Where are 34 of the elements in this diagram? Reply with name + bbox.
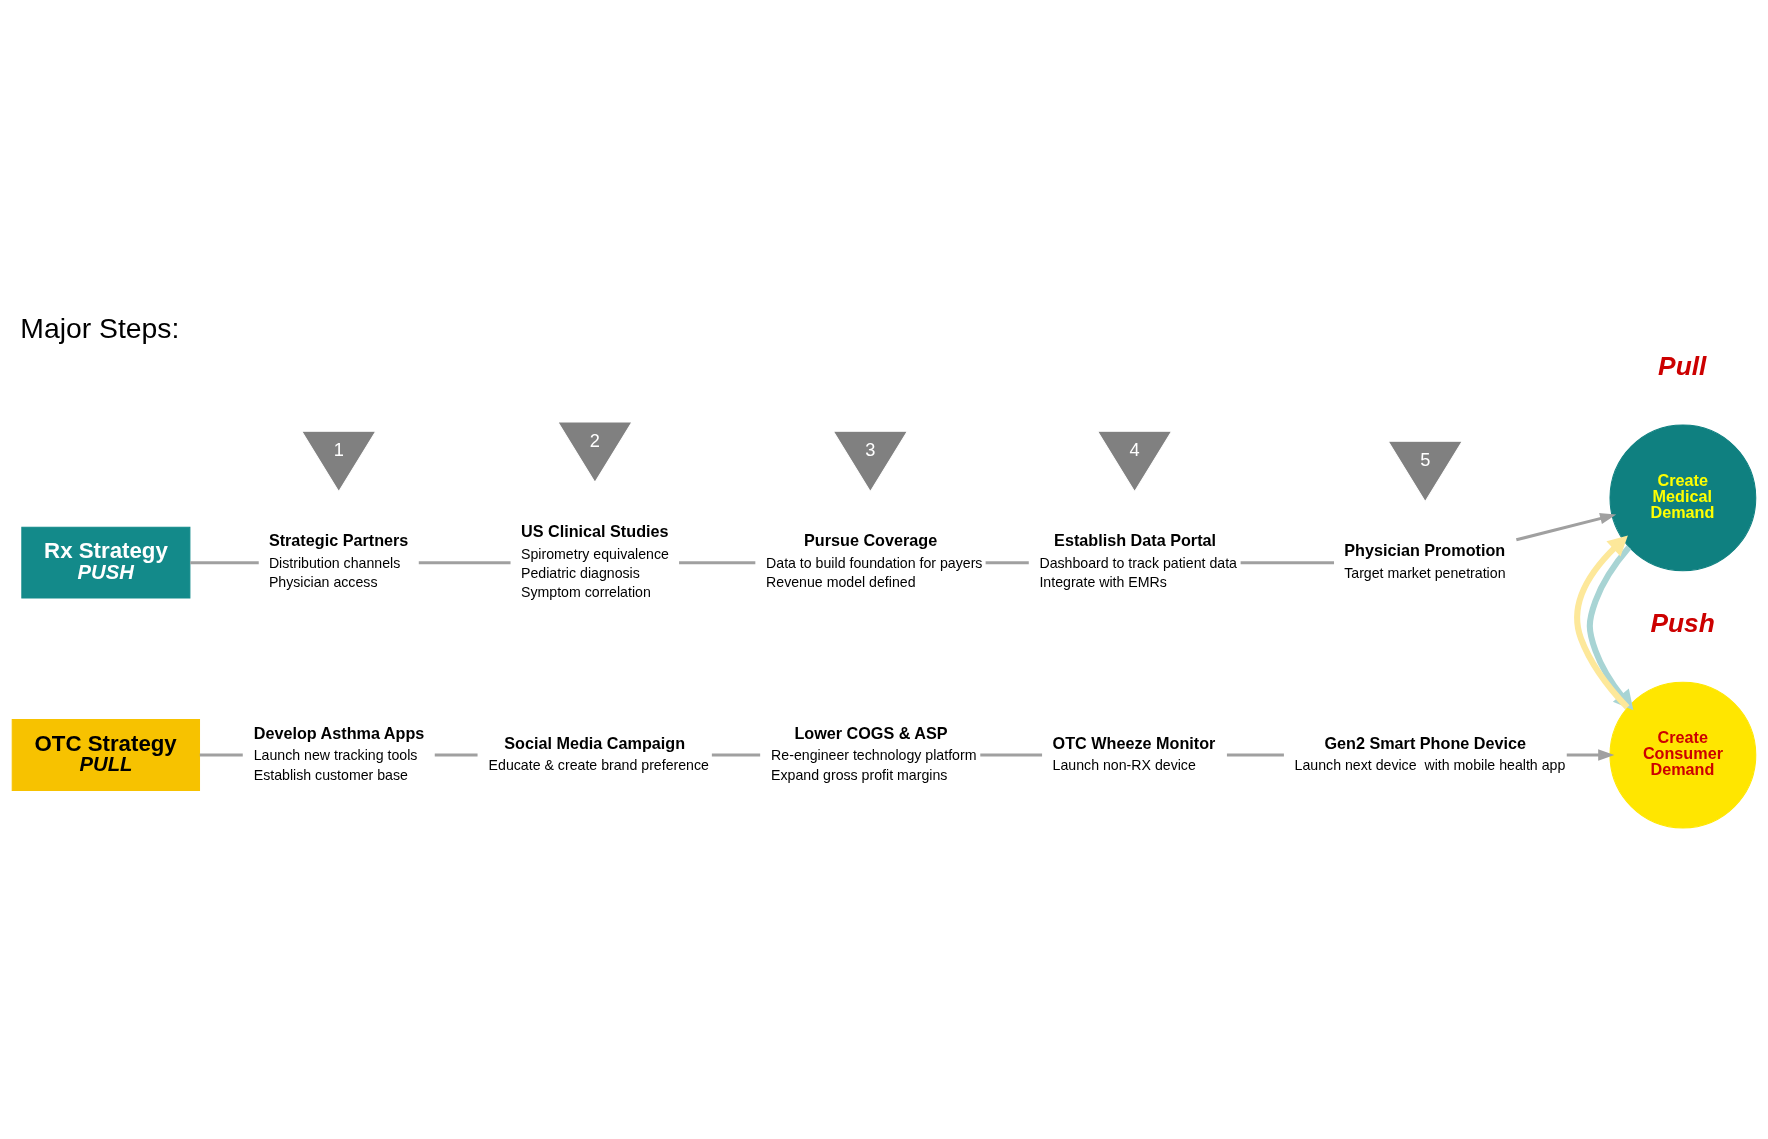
connector <box>985 561 1029 565</box>
connector <box>711 753 761 757</box>
label: 5 <box>1420 449 1431 470</box>
label: Pull <box>1658 350 1707 381</box>
label: Push <box>1650 607 1715 638</box>
connector <box>679 561 756 565</box>
node-text: Establish Data Portal Dashboard to track patient data Integrate with EMRs <box>1039 531 1237 591</box>
connector <box>980 753 1043 757</box>
label: 3 <box>865 439 876 460</box>
label: 2 <box>589 430 600 451</box>
connector <box>1240 561 1334 565</box>
connector <box>1226 753 1284 757</box>
arrow <box>1515 512 1617 542</box>
arrow <box>1574 535 1630 710</box>
node-text: Strategic Partners Distribution channels Physician access <box>268 531 409 591</box>
node-text: OTC Wheeze Monitor Launch non-RX device <box>1052 733 1216 774</box>
node-text: Gen2 Smart Phone Device Launch next device with mobile health app <box>1294 733 1566 774</box>
node-text: Develop Asthma Apps Launch new tracking tools Establish customer base <box>253 723 425 783</box>
node-text: Social Media Campaign Educate & create brand preference <box>488 733 709 774</box>
node-box: Rx Strategy PUSH <box>21 526 191 599</box>
node-text: Physician Promotion Target market penetration <box>1344 541 1506 582</box>
node-text: Lower COGS & ASP Re-engineer technology platform Expand gross profit margins <box>771 723 977 783</box>
node-text: Pursue Coverage Data to build foundation for payers Revenue model defined <box>766 531 983 591</box>
label: 4 <box>1129 439 1140 460</box>
node-circle: Create Medical Demand <box>1609 424 1757 572</box>
connector <box>434 753 478 757</box>
diagram-title: Major Steps: <box>20 311 180 344</box>
connector <box>199 753 243 757</box>
node-text: US Clinical Studies Spirometry equivalence Pediatric diagnosis Symptom correlation <box>521 522 669 601</box>
arrow <box>1566 749 1615 761</box>
connector <box>418 561 511 565</box>
label: 1 <box>333 439 344 460</box>
connector <box>190 561 259 565</box>
node-box: OTC Strategy PULL <box>11 719 201 791</box>
